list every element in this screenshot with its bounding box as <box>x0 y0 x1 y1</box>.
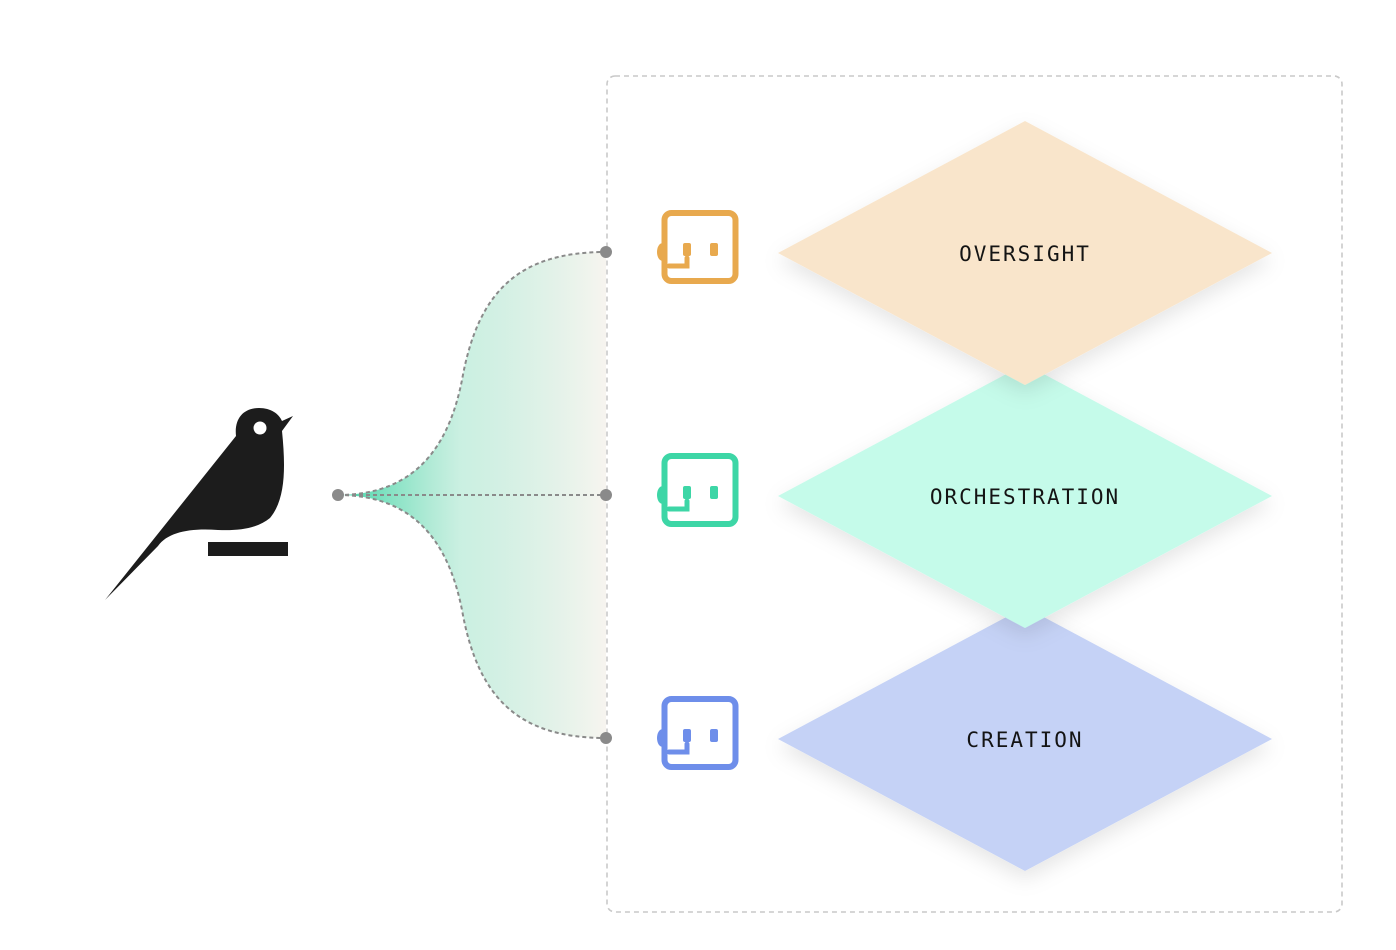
agent-ear <box>657 729 663 747</box>
agent-mouth <box>666 498 690 512</box>
source-dot <box>332 489 344 501</box>
layer-label-creation: CREATION <box>966 728 1083 752</box>
agent-mouth <box>666 741 690 755</box>
agent-orchestration-robot-face-icon <box>657 453 739 527</box>
agent-head-outline <box>661 696 739 770</box>
connector-lines <box>337 251 607 739</box>
connector-top <box>337 251 607 496</box>
agent-eye-left <box>683 729 691 742</box>
agent-eye-left <box>683 243 691 256</box>
layer-label-oversight: OVERSIGHT <box>959 242 1091 266</box>
agent-mouth <box>666 255 690 269</box>
layer-diamond-creation <box>778 607 1272 871</box>
agent-eye-right <box>710 243 718 256</box>
bird-body <box>105 408 293 600</box>
agent-eye-right <box>710 729 718 742</box>
agent-eye-left <box>683 486 691 499</box>
agent-head-outline <box>661 210 739 284</box>
layer-diamond-orchestration <box>778 364 1272 628</box>
agent-eye-right <box>710 486 718 499</box>
bird-eye <box>253 421 267 435</box>
agent-head-outline <box>661 453 739 527</box>
agent-oversight-robot-face-icon <box>657 210 739 284</box>
bird-logo-icon <box>105 408 293 600</box>
agent-ear <box>657 486 663 504</box>
layer-oversight: OVERSIGHT <box>778 121 1272 385</box>
connector-bottom <box>337 494 607 739</box>
layer-label-orchestration: ORCHESTRATION <box>930 485 1120 509</box>
bird-perch <box>208 542 288 556</box>
agent-ear <box>657 243 663 261</box>
layer-orchestration: ORCHESTRATION <box>778 364 1272 628</box>
connector-dot-top <box>600 246 612 258</box>
agent-creation-robot-face-icon <box>657 696 739 770</box>
layer-creation: CREATION <box>778 607 1272 871</box>
connector-dot-middle <box>600 489 612 501</box>
layer-diamond-oversight <box>778 121 1272 385</box>
connector-dot-bottom <box>600 732 612 744</box>
